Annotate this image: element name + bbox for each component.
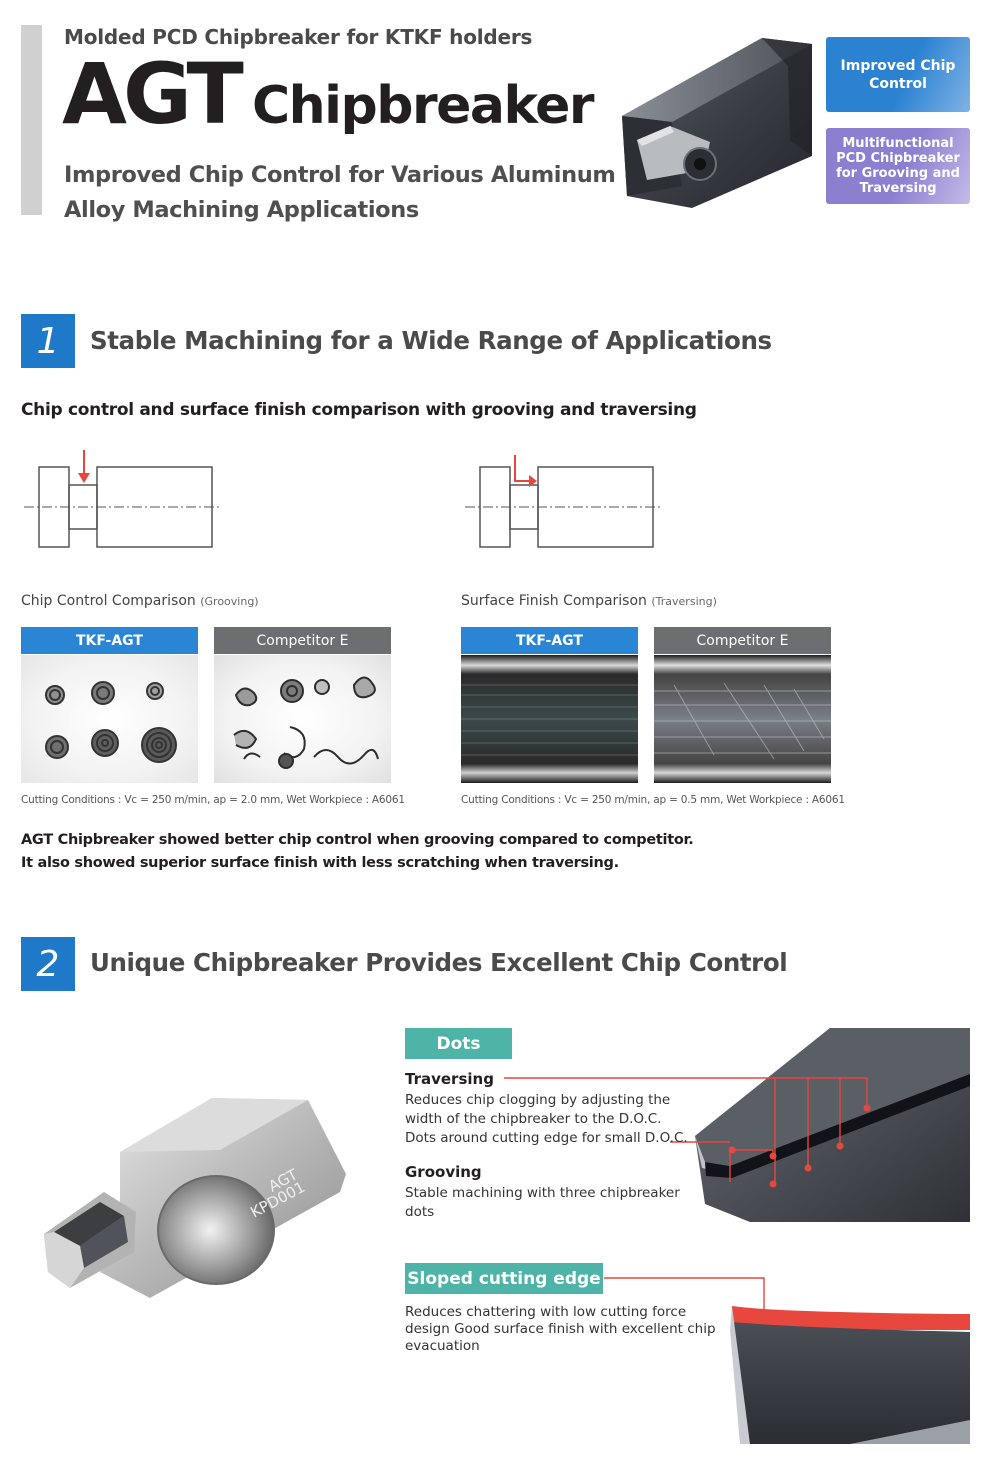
summary-line-2: It also showed superior surface finish w…: [21, 855, 619, 871]
badge-improved-chip-control: Improved Chip Control: [826, 37, 970, 112]
section1-summary: AGT Chipbreaker showed better chip contr…: [21, 829, 694, 875]
surface-photo-tkf-agt: [461, 655, 638, 783]
label-competitor-traversing: Competitor E: [654, 627, 831, 654]
ktkf-holder-image: [622, 38, 812, 208]
section-title-1: Stable Machining for a Wide Range of App…: [90, 326, 772, 355]
agt-insert-image: AGT KPD001: [44, 1098, 346, 1298]
traversing-diagram: [465, 455, 663, 548]
traversing-heading: Traversing: [405, 1070, 494, 1088]
grooving-heading: Grooving: [405, 1163, 482, 1181]
page-title-rest: Chipbreaker: [252, 76, 595, 136]
dots-tag: Dots: [405, 1028, 512, 1059]
section-title-2: Unique Chipbreaker Provides Excellent Ch…: [90, 948, 788, 977]
header-accent-bar: [21, 25, 42, 215]
grooving-text: Stable machining with three chipbreaker …: [405, 1185, 680, 1220]
chipbreaker-dots-closeup: [504, 1028, 970, 1222]
sloped-edge-closeup: [604, 1277, 970, 1444]
cutting-conditions-traversing: Cutting Conditions : Vc = 250 m/min, ap …: [461, 794, 845, 806]
chips-photo-competitor: [214, 655, 391, 783]
label-tkf-agt-traversing: TKF-AGT: [461, 627, 638, 654]
section1-subtitle: Chip control and surface finish comparis…: [21, 400, 697, 420]
page-title-main: AGT: [62, 45, 244, 143]
grooving-diagram: [24, 450, 222, 548]
badge-multifunctional: Multifunctional PCD Chipbreaker for Groo…: [826, 128, 970, 204]
surface-photo-competitor: [654, 655, 831, 783]
chip-control-caption: Chip Control Comparison (Grooving): [21, 593, 259, 609]
summary-line-1: AGT Chipbreaker showed better chip contr…: [21, 832, 694, 848]
header-tagline: Improved Chip Control for Various Alumin…: [64, 162, 616, 223]
label-tkf-agt-grooving: TKF-AGT: [21, 627, 198, 654]
section-number-2: 2: [21, 937, 75, 991]
sloped-edge-text: Reduces chattering with low cutting forc…: [405, 1304, 716, 1354]
traversing-text: Reduces chip clogging by adjusting the w…: [405, 1092, 688, 1146]
header-subtitle: Molded PCD Chipbreaker for KTKF holders: [64, 25, 533, 49]
surface-finish-caption: Surface Finish Comparison (Traversing): [461, 593, 717, 609]
section-number-1: 1: [21, 314, 75, 368]
chips-photo-tkf-agt: [21, 655, 198, 783]
label-competitor-grooving: Competitor E: [214, 627, 391, 654]
cutting-conditions-grooving: Cutting Conditions : Vc = 250 m/min, ap …: [21, 794, 405, 806]
sloped-cutting-edge-tag: Sloped cutting edge: [405, 1263, 603, 1294]
